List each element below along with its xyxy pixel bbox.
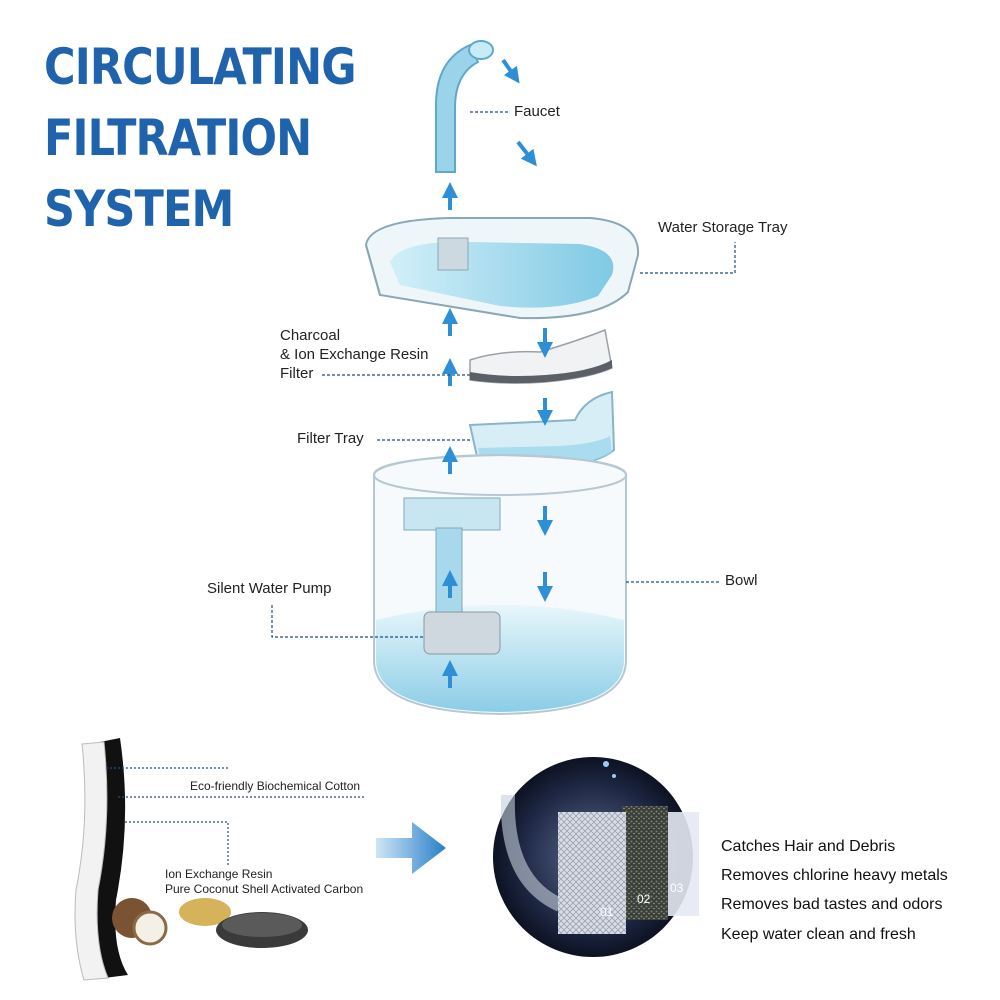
filter-label-line-2: & Ion Exchange Resin bbox=[280, 346, 429, 363]
cotton-layer-label: Eco-friendly Biochemical Cotton bbox=[190, 779, 361, 793]
filter-label-line-3: Filter bbox=[280, 365, 314, 382]
water-storage-tray-label: Water Storage Tray bbox=[658, 219, 788, 236]
title-line-2: FILTRATION bbox=[44, 109, 312, 167]
feature-item-1: Catches Hair and Debris bbox=[721, 838, 896, 855]
resin-layer-label: Ion Exchange Resin bbox=[165, 867, 273, 881]
feature-item-4: Keep water clean and fresh bbox=[721, 926, 916, 943]
faucet-label: Faucet bbox=[514, 103, 560, 120]
title-line-3: SYSTEM bbox=[44, 180, 234, 238]
water-storage-tray bbox=[364, 217, 640, 320]
title-line-1: CIRCULATING bbox=[44, 38, 357, 96]
direction-arrow bbox=[376, 822, 446, 874]
cross-section-leaders bbox=[106, 767, 366, 866]
bowl-label: Bowl bbox=[725, 572, 758, 589]
stage-03-label: 03 bbox=[670, 881, 684, 895]
pump-label: Silent Water Pump bbox=[207, 580, 332, 597]
feature-item-2: Removes chlorine heavy metals bbox=[721, 867, 948, 884]
filter-tray-label: Filter Tray bbox=[297, 430, 364, 447]
charcoal-filter bbox=[469, 328, 613, 384]
stage-02-label: 02 bbox=[637, 892, 651, 906]
carbon-layer-label: Pure Coconut Shell Activated Carbon bbox=[165, 882, 364, 896]
filter-cross-section bbox=[74, 738, 308, 981]
stage-01-label: 01 bbox=[600, 905, 614, 919]
flow-arrows bbox=[442, 58, 553, 688]
filter-label-line-1: Charcoal bbox=[280, 327, 341, 344]
leader-lines bbox=[271, 111, 736, 638]
page-title: CIRCULATING FILTRATION SYSTEM bbox=[44, 32, 357, 245]
faucet-part bbox=[435, 40, 494, 173]
bowl bbox=[373, 453, 627, 716]
feature-item-3: Removes bad tastes and odors bbox=[721, 896, 943, 913]
filter-stages-closeup bbox=[493, 757, 699, 957]
